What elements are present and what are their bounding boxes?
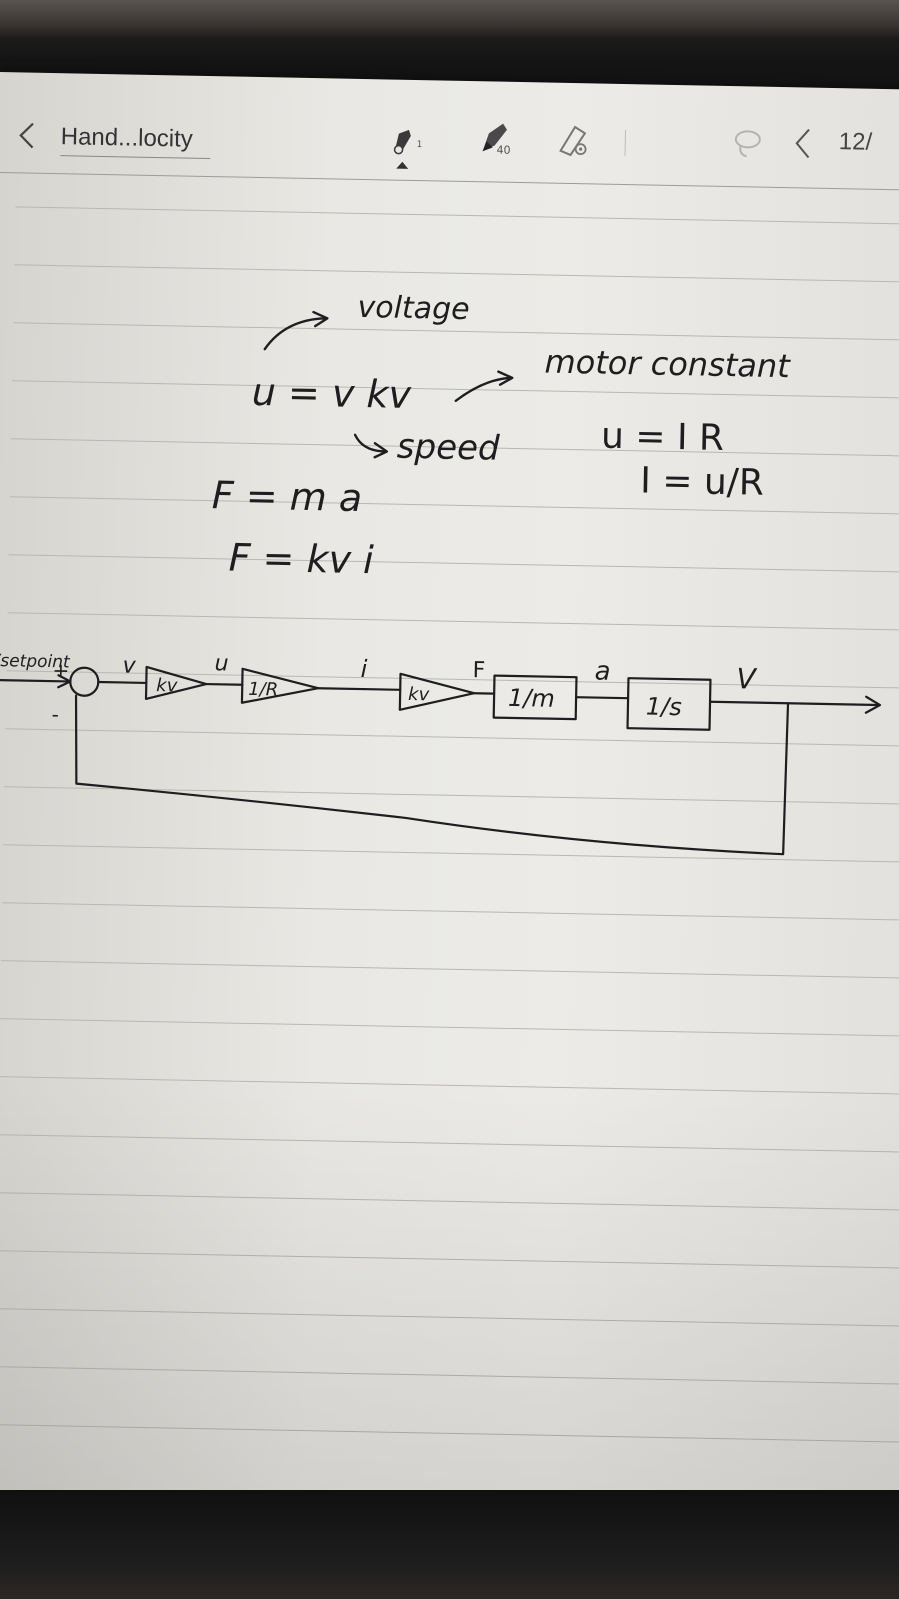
- chevron-left-icon: [795, 128, 810, 159]
- block-kv-1-label: kv: [156, 675, 178, 696]
- marker-tool-button[interactable]: [474, 117, 515, 158]
- page-indicator[interactable]: 12/: [838, 128, 873, 156]
- equation-ohms-law: u = I R: [601, 416, 725, 459]
- setpoint-label: Vsetpoint: [0, 651, 71, 673]
- gain-block-kv-1: [144, 665, 208, 701]
- e-reader-screen: Hand...locity 1 40: [0, 72, 899, 1511]
- pen-tool-button[interactable]: [388, 121, 419, 162]
- pen-size-label: 1: [416, 140, 423, 151]
- output-signal-line: [708, 700, 880, 707]
- eraser-tool-button[interactable]: [554, 119, 593, 160]
- error-signal-label: v: [122, 653, 136, 678]
- document-title[interactable]: Hand...locity: [60, 123, 212, 160]
- output-v-label: V: [736, 662, 758, 695]
- device-bezel-top: [0, 0, 899, 40]
- equation-force: F = kv i: [228, 535, 374, 582]
- block-inverse-m-label: 1/m: [508, 684, 555, 713]
- error-signal-line: [97, 680, 148, 685]
- pen-icon: [393, 129, 411, 155]
- signal-i-label: i: [360, 655, 368, 683]
- plus-sign: +: [52, 658, 69, 682]
- previous-page-button[interactable]: [792, 125, 813, 161]
- chevron-left-icon: [19, 122, 34, 149]
- signal-force-label: F: [472, 658, 485, 683]
- minus-sign: -: [51, 702, 59, 726]
- marker-icon: [482, 123, 507, 152]
- eraser-icon: [559, 125, 587, 157]
- handwriting-layer: voltage motor constant u = v kv speed u …: [0, 290, 882, 856]
- active-tool-caret-icon: [396, 161, 409, 169]
- annotation-speed: speed: [396, 427, 500, 469]
- lasso-icon: [734, 130, 761, 158]
- lasso-tool-button[interactable]: [730, 126, 765, 161]
- equation-current: I = u/R: [640, 460, 764, 503]
- device-bezel-bottom: [0, 1490, 899, 1599]
- summing-junction: [69, 666, 100, 697]
- marker-size-label: 40: [496, 143, 511, 157]
- signal-a-label: a: [594, 657, 611, 687]
- motor-constant-arrow: [454, 376, 512, 403]
- integrator-block: [626, 677, 712, 731]
- equation-voltage-speed: u = v kv: [251, 370, 411, 417]
- signal-u-label: u: [214, 651, 228, 676]
- block-inverse-r-label: 1/R: [248, 679, 278, 701]
- voltage-arrow: [263, 317, 327, 351]
- annotation-voltage: voltage: [357, 290, 470, 327]
- input-signal-line: [0, 678, 70, 683]
- block-kv-2-label: kv: [408, 684, 430, 705]
- note-toolbar: Hand...locity 1 40: [0, 100, 899, 187]
- annotation-motor-constant: motor constant: [544, 343, 791, 386]
- speed-arrow: [353, 433, 386, 453]
- equation-newton: F = m a: [211, 473, 362, 520]
- block-inverse-s-label: 1/s: [646, 693, 682, 722]
- gain-block-kv-2: [398, 672, 476, 711]
- toolbar-separator: [624, 130, 627, 157]
- feedback-path: [74, 694, 790, 856]
- back-button[interactable]: [14, 120, 39, 150]
- gain-block-inverse-r: [240, 667, 320, 704]
